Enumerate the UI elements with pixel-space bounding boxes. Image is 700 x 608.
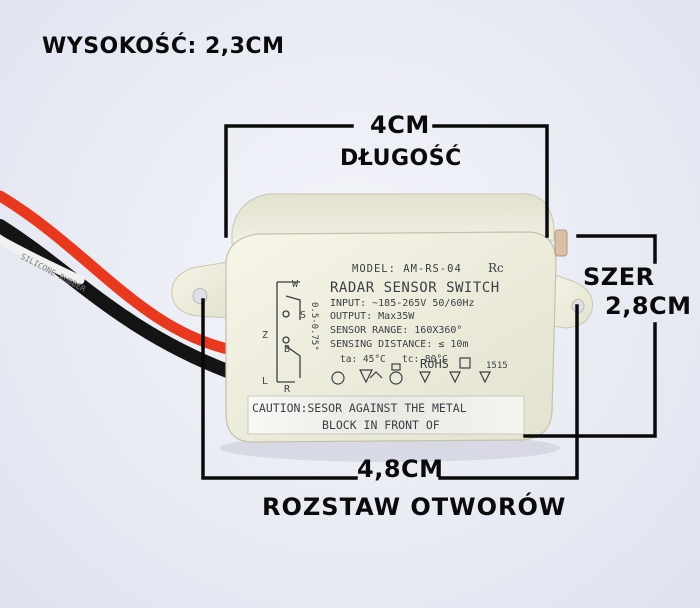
width-bracket (523, 234, 657, 438)
wiring-diagram (276, 281, 301, 383)
black-wire (0, 219, 237, 379)
switch-label-w: W (292, 279, 299, 290)
housing-pin (554, 229, 568, 257)
certification-icons (331, 357, 491, 385)
product-title: RADAR SENSOR SWITCH (330, 280, 500, 296)
switch-label-l: L (262, 376, 268, 387)
red-wire (0, 190, 238, 356)
housing-front (225, 231, 557, 443)
model-text: MODEL: AM-RS-04 (352, 263, 462, 275)
dial-range-label: 0.5-0.75° (309, 302, 319, 351)
caution-strip (247, 395, 525, 435)
white-wire (0, 235, 85, 285)
output-spec: OUTPUT: Max35W (330, 311, 415, 322)
length-bracket (224, 124, 549, 238)
hole-spacing-label: ROZSTAW OTWORÓW (262, 493, 567, 521)
switch-label-r: R (284, 384, 291, 395)
mounting-hole-left (192, 288, 208, 304)
sensor-range-spec: SENSOR RANGE: 160X360° (330, 325, 462, 336)
dimension-lines (201, 124, 657, 480)
spacing-bracket (201, 298, 579, 480)
input-spec: INPUT: ~185-265V 50/60Hz (330, 298, 475, 309)
sensing-distance-spec: SENSING DISTANCE: ≤ 10m (330, 339, 468, 350)
length-value: 4CM (370, 111, 430, 139)
width-label: SZER (583, 263, 655, 291)
caution-text-line2: BLOCK IN FRONT OF (322, 418, 440, 432)
rohs-mark: RoHS (420, 357, 449, 371)
housing-top (231, 193, 555, 245)
mounting-tab-right (551, 273, 594, 329)
logo-mark: Rc (488, 261, 504, 275)
switch-label-s: S (300, 310, 306, 321)
width-value: 2,8CM (605, 292, 692, 320)
switch-label-b: B (284, 344, 290, 355)
caution-text-line1: CAUTION:SESOR AGAINST THE METAL (252, 401, 467, 415)
switch-label-z: Z (262, 330, 268, 341)
date-code: 1515 (486, 361, 508, 371)
height-label: WYSOKOŚĆ: 2,3CM (42, 34, 285, 59)
hole-spacing-value: 4,8CM (357, 455, 444, 483)
tc-spec: tc: 80°C (402, 354, 448, 365)
ta-spec: ta: 45°C (340, 354, 386, 365)
length-label: DŁUGOŚĆ (340, 146, 462, 171)
